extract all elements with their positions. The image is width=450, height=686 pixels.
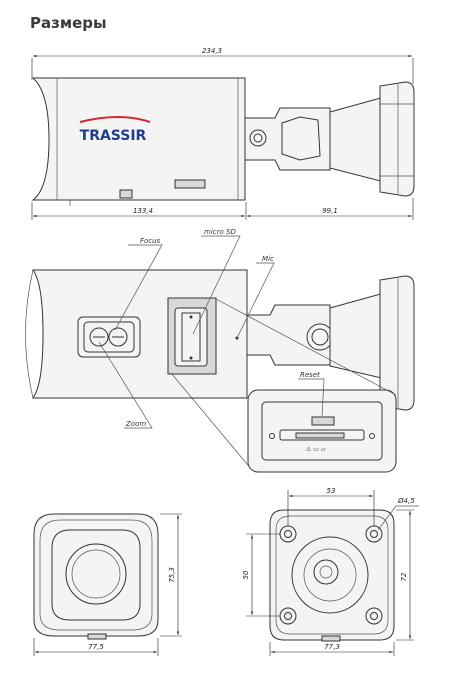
mount-hole-inner	[284, 612, 292, 620]
label-focus: Focus	[140, 237, 161, 245]
neck-bolt	[249, 129, 267, 147]
inset-leader	[215, 298, 397, 396]
mount-hole-inner	[370, 530, 378, 538]
dim-hole-diameter: Ø4,5	[397, 497, 415, 505]
dim-front-width: 77,5	[88, 643, 104, 651]
zoom-leader	[98, 341, 153, 429]
mount-hole	[365, 607, 383, 625]
reset-leader	[298, 378, 325, 418]
mounting-plate	[379, 81, 415, 197]
label-reset: Reset	[300, 371, 320, 379]
dim-base-width: 77,3	[324, 643, 340, 651]
inset-screw	[369, 433, 375, 439]
sd-screw	[189, 356, 193, 360]
base-dome-inner	[303, 548, 357, 602]
label-mic: Mic	[262, 255, 274, 263]
micro-sd-leader	[192, 235, 241, 335]
reset-inset-inner	[261, 401, 383, 461]
neck-bolt-inner	[253, 133, 263, 143]
detail-view: ⚠ ▭ ▱ Focus micro SD Mic Reset Zoom	[25, 228, 415, 473]
front-lens	[71, 549, 121, 599]
front-bezel	[51, 529, 141, 621]
mounting-plate	[379, 275, 415, 411]
base-foot	[321, 635, 341, 642]
reset-button	[311, 416, 335, 426]
base-view: 53 Ø4,5 50 72 77,3	[242, 487, 419, 656]
dim-bracket-length: 99,1	[322, 207, 338, 215]
dim-hole-spacing-x: 53	[327, 487, 336, 495]
sd-slot-frame	[174, 307, 208, 367]
front-housing	[33, 513, 159, 637]
sd-card-icon: ⚠ ▭ ▱	[306, 446, 326, 453]
body-foot	[119, 189, 133, 199]
base-plate-inner	[275, 515, 389, 635]
inset-screw	[269, 433, 275, 439]
base-dome	[291, 536, 369, 614]
zoom-screw	[89, 327, 109, 347]
sd-slot	[181, 312, 201, 362]
reset-inset-frame	[247, 389, 397, 473]
trassir-logo: TRASSIR	[79, 116, 151, 144]
diameter-leader	[377, 505, 419, 531]
sd-screw	[189, 315, 193, 319]
front-housing-inner	[39, 519, 153, 631]
bracket-joint	[281, 116, 321, 161]
base-center-nut	[313, 559, 339, 585]
dim-front-height: 75,3	[168, 567, 176, 583]
inset-leader	[170, 372, 253, 471]
label-zoom: Zoom	[125, 420, 146, 428]
body-foot	[174, 179, 206, 189]
focus-screw	[108, 327, 128, 347]
dim-hole-spacing-y: 50	[242, 570, 250, 579]
front-foot	[87, 633, 107, 640]
front-view: 77,5 75,3	[33, 513, 182, 656]
base-plate	[269, 509, 395, 641]
mount-hole-inner	[370, 612, 378, 620]
label-micro-sd: micro SD	[204, 228, 236, 236]
sd-card-slot-opening	[295, 432, 345, 439]
mount-hole-inner	[284, 530, 292, 538]
logo-swoosh	[79, 116, 151, 123]
focus-zoom-panel	[77, 316, 141, 358]
side-view: 234,3 TRASSIR 133,4 99,1	[31, 47, 415, 220]
front-lens-ring	[65, 543, 127, 605]
sd-card-slot	[279, 429, 365, 441]
logo-text: TRASSIR	[80, 128, 147, 144]
focus-zoom-inner	[83, 321, 135, 353]
page-title: Размеры	[30, 14, 107, 32]
base-center-nut-inner	[319, 565, 333, 579]
mic-leader	[236, 262, 275, 339]
camera-body	[31, 77, 246, 201]
bracket-knob-inner	[311, 328, 329, 346]
dim-total-length: 234,3	[202, 47, 222, 55]
dim-body-length: 133,4	[133, 207, 153, 215]
visor-curve	[25, 269, 34, 399]
bracket-neck	[246, 304, 331, 366]
dim-base-height: 72	[400, 572, 408, 581]
focus-leader	[114, 244, 163, 331]
